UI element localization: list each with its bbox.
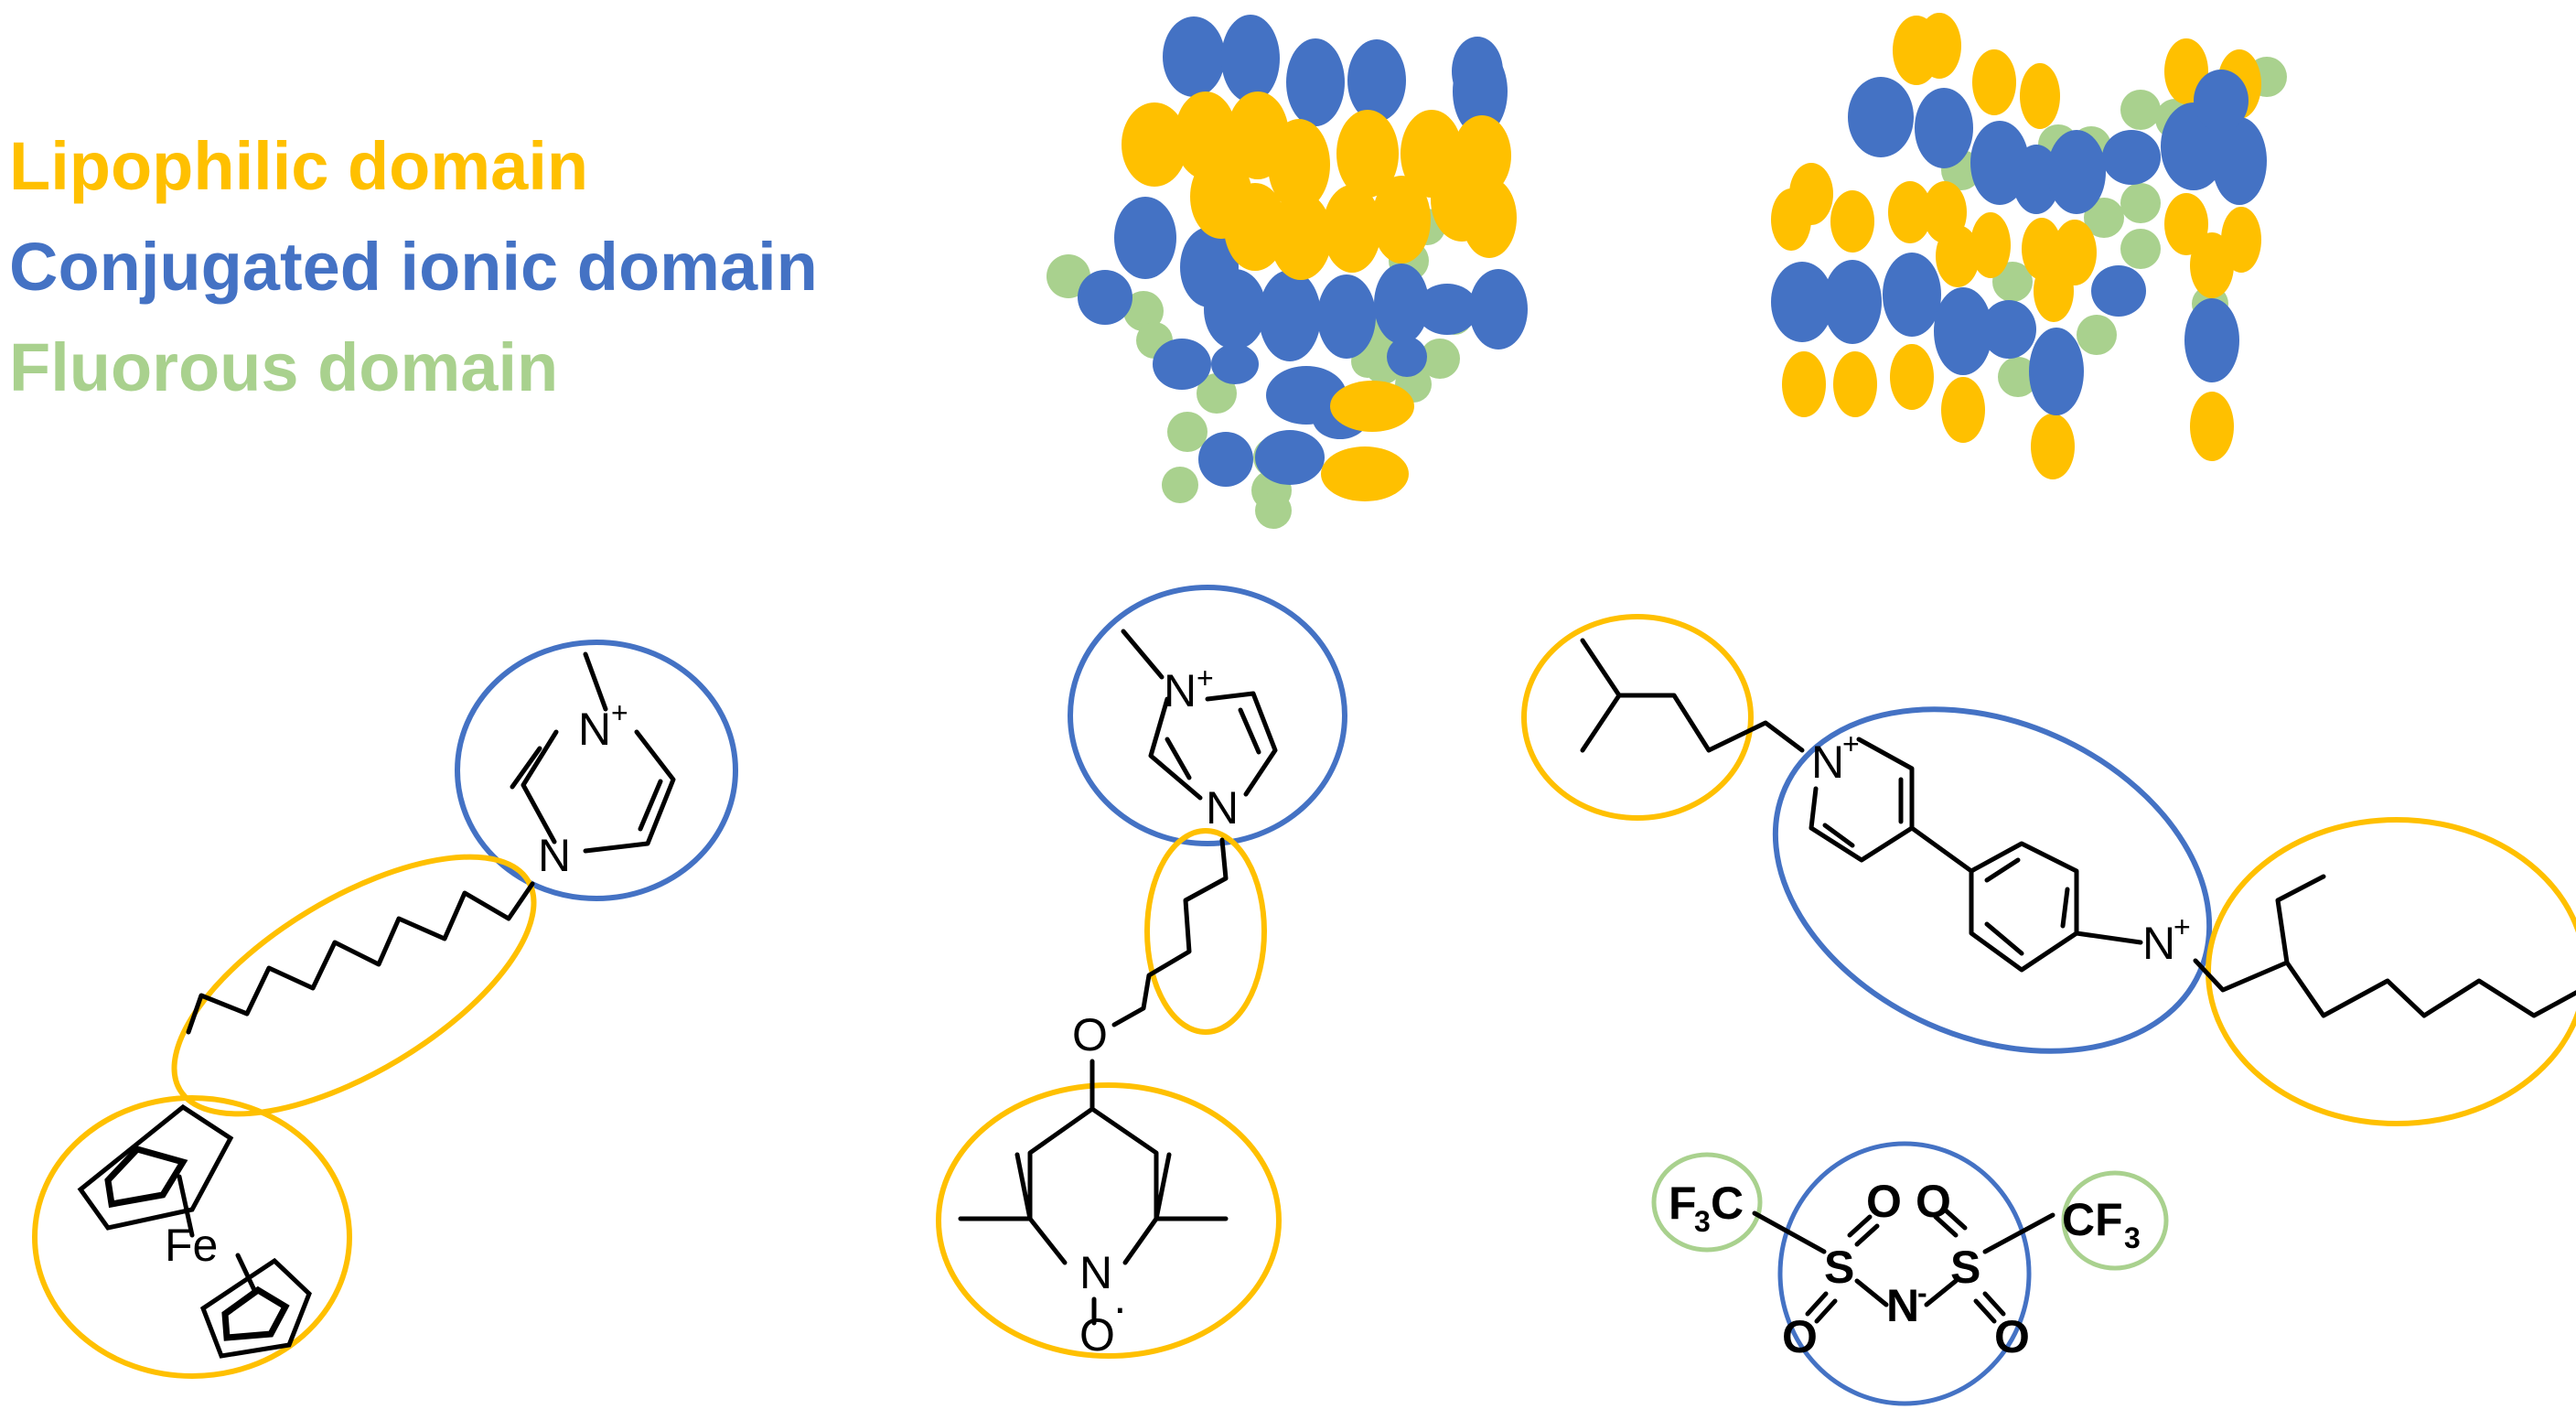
legend-fluorous: Fluorous domain xyxy=(9,329,558,405)
lipophilic-ellipses xyxy=(1122,91,1517,501)
lipophilic-ellipses-2 xyxy=(1771,13,2261,479)
aggregate-cluster-left xyxy=(1046,15,1528,529)
ionic-domain-outline-1 xyxy=(455,640,738,901)
legend-lipophilic: Lipophilic domain xyxy=(9,128,588,204)
atom-n-anion: N xyxy=(1886,1280,1919,1331)
atom-fe: Fe xyxy=(165,1220,218,1271)
ionic-domain-outline-2 xyxy=(1068,585,1347,846)
charge-plus-left: + xyxy=(1842,727,1860,760)
cp-ring-top xyxy=(77,1103,234,1231)
atom-o-1: O xyxy=(1866,1176,1902,1227)
legend: Lipophilic domain Conjugated ionic domai… xyxy=(9,128,818,405)
fluorous-domain-outline-right xyxy=(2061,1170,2169,1271)
charge-plus-1: + xyxy=(611,696,628,729)
atom-n-2: N xyxy=(1206,782,1239,834)
cf3-right-cf: CF xyxy=(2062,1194,2123,1245)
molecule-ferrocene-imidazolium: N + N Fe xyxy=(32,640,738,1379)
molecule-viologen: N + N + xyxy=(1521,614,2576,1126)
f3c-left-c: C xyxy=(1711,1178,1744,1229)
charge-minus: - xyxy=(1917,1276,1927,1309)
atom-o-4: O xyxy=(1994,1311,2030,1362)
aggregate-cluster-right xyxy=(1771,13,2287,479)
ionic-domain-outline-3 xyxy=(1772,706,2213,1054)
charge-plus-right: + xyxy=(2174,910,2191,943)
atom-s-right: S xyxy=(1950,1242,1980,1293)
molecule-tempo-imidazolium: N + N O N O · xyxy=(936,585,1347,1361)
atom-n-plus-1: N xyxy=(578,704,611,755)
cf3-right-sub: 3 xyxy=(2124,1221,2141,1254)
atom-n-plus-right: N xyxy=(2142,918,2175,969)
atom-n-plus-2: N xyxy=(1164,665,1197,716)
atom-n-ring: N xyxy=(1079,1247,1112,1298)
anion-tfsi: F 3 C S O O N - S O O CF 3 xyxy=(1651,1141,2169,1406)
ionic-domain-outline-anion xyxy=(1777,1141,2032,1406)
atom-n-1: N xyxy=(538,830,571,881)
lipophilic-domain-outline-2 xyxy=(1144,828,1267,1035)
atom-o-radical: O xyxy=(1079,1309,1115,1361)
lipophilic-domain-outline-1 xyxy=(171,854,537,1117)
charge-plus-2: + xyxy=(1197,662,1214,694)
atom-o-ether: O xyxy=(1072,1009,1108,1060)
tempo-domain-outline xyxy=(936,1082,1282,1359)
atom-o-2: O xyxy=(1782,1311,1818,1362)
atom-s-left: S xyxy=(1824,1242,1854,1293)
legend-ionic: Conjugated ionic domain xyxy=(9,229,818,305)
atom-o-3: O xyxy=(1916,1176,1951,1227)
cp-ring-bottom xyxy=(199,1257,312,1359)
lipophilic-domain-outline-3a xyxy=(1521,614,1754,821)
f3c-left-f: F xyxy=(1669,1178,1697,1229)
ionic-ellipses-2 xyxy=(1771,70,2267,415)
ferrocene-domain-outline xyxy=(32,1095,352,1379)
atom-n-plus-left: N xyxy=(1811,737,1844,788)
fluorous-domain-outline-left xyxy=(1651,1152,1763,1253)
f3c-left-sub: 3 xyxy=(1694,1205,1711,1238)
radical-dot: · xyxy=(1112,1282,1128,1333)
